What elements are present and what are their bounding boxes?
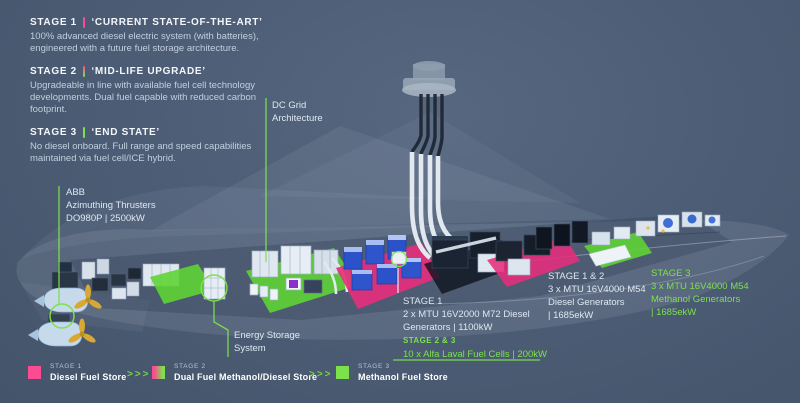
callout-line: Azimuthing Thrusters [66,200,156,211]
stage-2-description: Upgradeable in line with available fuel … [30,80,257,115]
legend-item-diesel: STAGE 1 Diesel Fuel Store [28,363,126,382]
callout-line: 3 x MTU 16V4000 M54 [548,284,646,295]
callout-line: DO980P | 2500kW [66,213,145,224]
diesel-fuel-swatch-icon [28,366,41,379]
callout-line: Methanol Generators [651,294,741,305]
legend-label: Dual Fuel Methanol/Diesel Store [174,372,318,382]
stage-1-quote: ‘CURRENT STATE-OF-THE-ART’ [91,17,263,28]
thruster-motor-upper [51,271,79,290]
legend-label: Diesel Fuel Store [50,372,127,382]
green-platform-stern [150,264,214,304]
callout-line: Diesel Generators [548,297,625,308]
legend-arrow-icon: >>> [127,369,151,380]
stage-1-description: 100% advanced diesel electric system (wi… [30,31,259,54]
callout-abb-thrusters: ABB Azimuthing Thrusters DO980P | 2500kW [66,186,156,225]
callout-line: | 1685ekW [651,307,697,318]
diesel-generator-engine [391,231,514,294]
switchboard-cabinets-bow [535,220,589,250]
callout-line: DC Grid [272,100,307,111]
legend-stage-label: STAGE 3 [358,363,390,370]
legend-item-methanol: STAGE 3 Methanol Fuel Store [336,363,448,382]
callout-line: Generators | 1100kW [403,322,493,333]
stage-divider [82,66,86,77]
exhaust-pipes-upper [410,94,444,157]
legend-label: Methanol Fuel Store [358,372,448,382]
stage-3-description: No diesel onboard. Full range and speed … [30,141,252,164]
callout-title: STAGE 3 [651,268,691,279]
stage-1-title: STAGE 1 ‘CURRENT STATE-OF-THE-ART’ [30,17,280,28]
legend-arrow-icon: >>> [309,369,333,380]
stage-2-label: STAGE 2 [30,66,77,77]
stage-1-block: STAGE 1 ‘CURRENT STATE-OF-THE-ART’ 100% … [30,17,280,55]
methanol-fuel-swatch-icon [336,366,349,379]
callout-title: STAGE 1 [403,296,443,307]
stage-3-block: STAGE 3 ‘END STATE’ No diesel onboard. F… [30,127,280,165]
stage-3-title: STAGE 3 ‘END STATE’ [30,127,280,138]
callout-stage12-generators: STAGE 1 & 2 3 x MTU 16V4000 M54 Diesel G… [548,270,646,322]
energy-storage-connector-line [213,301,229,357]
switchboard-room [249,245,339,301]
white-panel [588,244,632,267]
callout-line: Architecture [272,113,323,124]
dual-fuel-swatch-icon [152,366,165,379]
highlight-circle-motor [390,250,408,268]
callout-title: STAGE 1 & 2 [548,271,605,282]
bow-ventilation-units [635,211,721,237]
legend-stage-label: STAGE 1 [50,363,82,370]
legend-stage-label: STAGE 2 [174,363,206,370]
callout-line: 10 x Alfa Laval Fuel Cells | 200kW [403,349,547,360]
stage-2-block: STAGE 2 ‘MID-LIFE UPGRADE’ Upgradeable i… [30,66,280,116]
callout-dc-grid: DC Grid Architecture [272,99,323,125]
callout-line: ABB [66,187,86,198]
callout-line: System [234,343,266,354]
stage-2-title: STAGE 2 ‘MID-LIFE UPGRADE’ [30,66,280,77]
stage-1-label: STAGE 1 [30,17,77,28]
stage-divider [82,127,86,138]
stage-2-quote: ‘MID-LIFE UPGRADE’ [91,66,206,77]
legend-item-dual-fuel: STAGE 2 Dual Fuel Methanol/Diesel Store [152,363,317,382]
callout-stage23-fuel-cells: STAGE 2 & 3 10 x Alfa Laval Fuel Cells |… [403,334,547,361]
energy-storage-unit [203,267,226,300]
callout-line: Energy Storage [234,330,301,341]
stage-3-quote: ‘END STATE’ [91,127,160,138]
stage-3-label: STAGE 3 [30,127,77,138]
callout-title: STAGE 2 & 3 [403,336,456,345]
stage-divider [82,17,86,28]
highlight-circle-thruster [49,303,75,329]
stages-panel: STAGE 1 ‘CURRENT STATE-OF-THE-ART’ 100% … [30,17,280,176]
callout-energy-storage: Energy Storage System [234,329,300,355]
callout-line: | 1685ekW [548,310,594,321]
callout-line: 3 x MTU 16V4000 M54 [651,281,749,292]
callout-stage1-generators: STAGE 1 2 x MTU 16V2000 M72 Diesel Gener… [403,295,530,334]
callout-line: 2 x MTU 16V2000 M72 Diesel [403,309,530,320]
callout-stage3-generators: STAGE 3 3 x MTU 16V4000 M54 Methanol Gen… [651,267,749,319]
transformer-units [343,235,422,291]
